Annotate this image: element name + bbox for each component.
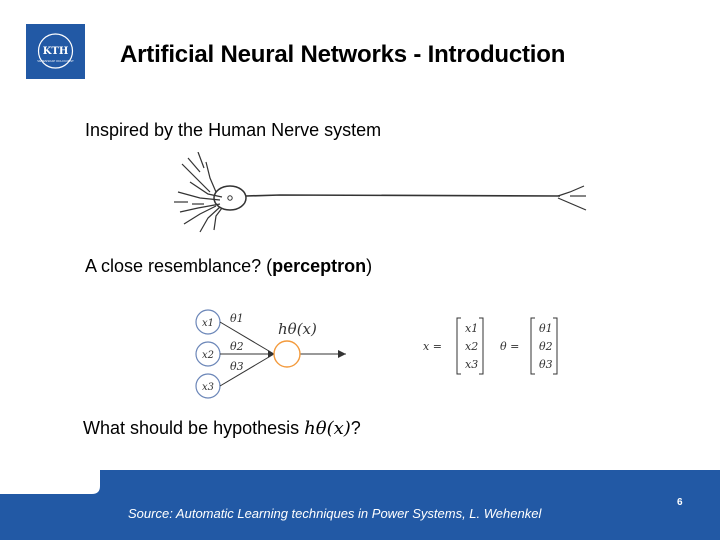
output-label: hθ(x) xyxy=(278,320,317,338)
x-vector-entry-1: x1 xyxy=(465,322,478,335)
weight-label-1: θ1 xyxy=(230,312,244,325)
hypothesis-question: What should be hypothesis hθ(x)? xyxy=(83,418,361,439)
source-citation: Source: Automatic Learning techniques in… xyxy=(128,506,542,521)
perceptron-caption: A close resemblance? (perceptron) xyxy=(85,256,372,277)
theta-vector-entry-2: θ2 xyxy=(539,340,553,353)
x-vector-label: x = xyxy=(423,340,442,353)
output-neuron xyxy=(273,340,301,368)
neuron-illustration xyxy=(174,152,587,233)
input-label-1: x1 xyxy=(202,318,214,329)
x-vector-entry-3: x3 xyxy=(465,358,478,371)
perceptron-diagram: x1 x2 x3 θ1 θ2 θ3 hθ(x) xyxy=(195,309,346,399)
perceptron-caption-suffix: ) xyxy=(366,256,373,276)
logo-text: KTH xyxy=(43,46,69,57)
hypothesis-prefix: What should be hypothesis xyxy=(83,418,305,438)
perceptron-caption-prefix: A close resemblance? ( xyxy=(85,256,273,276)
logo-subtext: VETENSKAP OCH KONST xyxy=(37,59,74,63)
perceptron-term: perceptron xyxy=(272,256,367,276)
page-number: 6 xyxy=(677,497,683,508)
weight-label-2: θ2 xyxy=(230,340,244,353)
slide-title: Artificial Neural Networks - Introductio… xyxy=(120,41,566,68)
input-label-3: x3 xyxy=(202,382,214,393)
theta-vector-label: θ = xyxy=(500,340,519,353)
input-label-2: x2 xyxy=(202,350,214,361)
kth-logo: KTH VETENSKAP OCH KONST xyxy=(26,24,85,79)
footer-band xyxy=(0,470,720,540)
theta-vector-entry-1: θ1 xyxy=(539,322,553,335)
vector-equations: x = x1 x2 x3 θ = θ1 θ2 θ3 xyxy=(423,317,558,375)
theta-vector-entry-3: θ3 xyxy=(539,358,553,371)
nerve-caption: Inspired by the Human Nerve system xyxy=(85,120,382,140)
x-vector-entry-2: x2 xyxy=(465,340,478,353)
hypothesis-suffix: ? xyxy=(350,418,361,438)
hypothesis-math: hθ(x) xyxy=(304,418,351,439)
weight-label-3: θ3 xyxy=(230,360,244,373)
